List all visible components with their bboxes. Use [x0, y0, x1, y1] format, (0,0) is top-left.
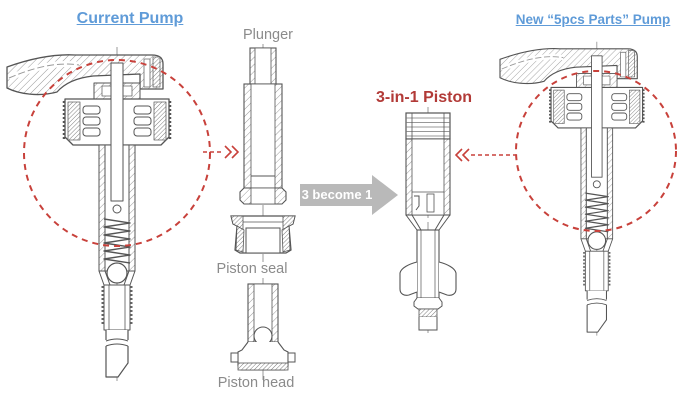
plunger-label: Plunger: [243, 27, 293, 43]
current-pump-drawing: [7, 47, 170, 383]
highlight-circle-right: [515, 70, 677, 232]
transform-arrow-icon: [300, 175, 398, 215]
new-pump-title: New “5pcs Parts” Pump: [515, 12, 671, 27]
three-in-one-piston-drawing: [399, 107, 457, 334]
dashed-arrow-right-icon: [203, 145, 240, 159]
transform-arrow-label: 3 become 1: [301, 187, 373, 202]
new-pump-drawing: [500, 42, 643, 338]
piston-head-drawing: [230, 278, 296, 380]
piston-seal-label: Piston seal: [216, 261, 288, 277]
current-pump-title: Current Pump: [76, 10, 184, 27]
three-in-one-piston-label: 3-in-1 Piston: [375, 89, 472, 106]
plunger-drawing: [239, 44, 287, 212]
piston-seal-drawing: [230, 208, 296, 262]
dashed-arrow-left-icon: [454, 148, 516, 162]
highlight-circle-left: [23, 59, 211, 247]
piston-head-label: Piston head: [217, 375, 295, 391]
